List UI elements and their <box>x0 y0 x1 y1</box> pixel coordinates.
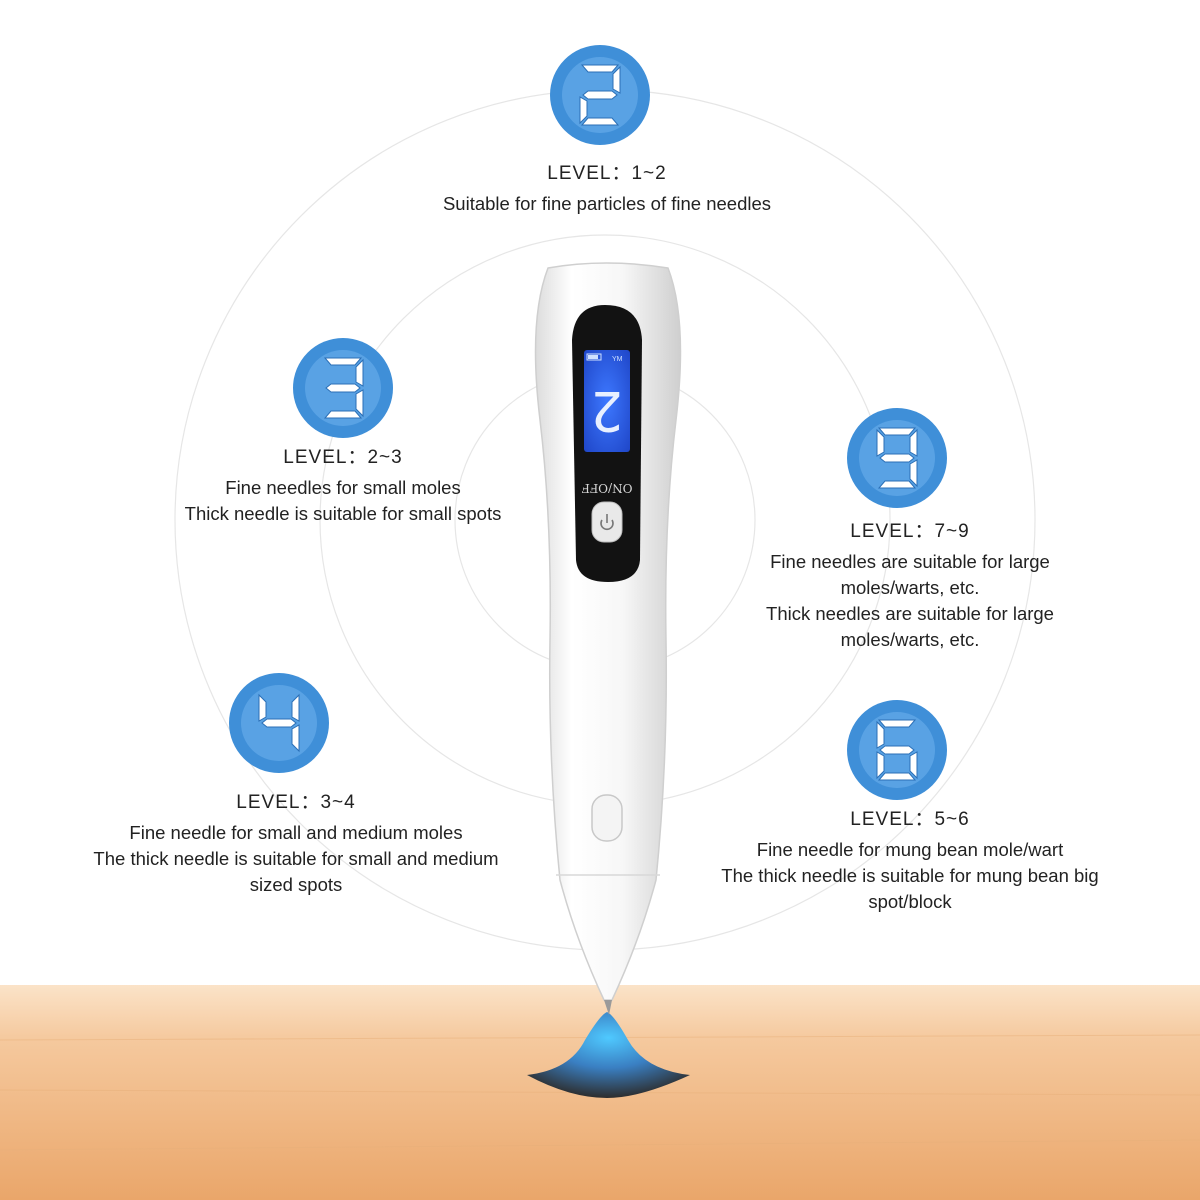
digit-segment <box>909 428 918 457</box>
digit-segment <box>261 718 297 728</box>
level-title: LEVEL：2~3 <box>283 447 403 468</box>
digit-segment <box>909 751 918 780</box>
digit-segment <box>877 772 917 781</box>
level-description: Suitable for fine particles of fine need… <box>377 191 837 217</box>
switch-label: ON/OFF <box>582 481 633 495</box>
level-description-line: moles/warts, etc. <box>840 629 980 650</box>
level-description-line: The thick needle is suitable for mung be… <box>721 865 1099 886</box>
digit-segment <box>879 745 915 755</box>
digit-segment <box>877 480 917 489</box>
power-button[interactable] <box>591 501 623 543</box>
digit-segment <box>876 751 885 780</box>
power-icon <box>600 514 614 531</box>
lcd-digit: 2 <box>591 379 624 442</box>
level-badge-6 <box>847 700 947 800</box>
level-title: LEVEL：1~2 <box>547 163 667 184</box>
digit-segment <box>876 428 885 457</box>
level-description-line: Fine needle for small and medium moles <box>129 822 463 843</box>
digit-segment <box>291 724 300 753</box>
lcd-mark: YM <box>612 356 623 363</box>
level-description-line: Suitable for fine particles of fine need… <box>442 193 772 214</box>
level-badge-9 <box>847 408 947 508</box>
level-description-line: Fine needles for small moles <box>225 477 461 498</box>
digit-segment <box>580 64 620 73</box>
mode-button[interactable] <box>591 794 623 842</box>
level-description-line: Fine needles are suitable for large <box>770 551 1050 572</box>
digit-segment <box>877 427 917 436</box>
level-title: LEVEL：3~4 <box>236 792 356 813</box>
digit-segment <box>258 693 267 722</box>
digit-segment <box>909 459 918 488</box>
digit-segment <box>323 410 363 419</box>
level-description-line: Thick needles are suitable for large <box>766 603 1054 624</box>
pen-body <box>534 262 682 1001</box>
level-description: Fine needles are suitable for large moles… <box>730 549 1090 653</box>
digit-segment <box>355 358 364 387</box>
level-badge-3 <box>293 338 393 438</box>
digit-segment <box>582 90 618 100</box>
level-badge-2 <box>550 45 650 145</box>
level-description-line: moles/warts, etc. <box>840 577 980 598</box>
lcd-screen <box>584 350 630 452</box>
digit-segment <box>323 357 363 366</box>
level-title: LEVEL：5~6 <box>850 809 970 830</box>
digit-segment <box>876 720 885 749</box>
level-badge-4 <box>229 673 329 773</box>
digit-segment <box>879 453 915 463</box>
level-description-line: The thick needle is suitable for small a… <box>93 848 499 869</box>
digit-segment <box>325 383 361 393</box>
skin-indent <box>527 1012 690 1098</box>
digit-segment <box>877 719 917 728</box>
digit-segment <box>291 693 300 722</box>
level-description-line: spot/block <box>868 891 952 912</box>
digit-segment <box>612 65 621 94</box>
digit-segment <box>579 96 588 125</box>
level-description-line: Fine needle for mung bean mole/wart <box>756 839 1064 860</box>
digit-segment <box>580 117 620 126</box>
digit-segment <box>355 389 364 418</box>
level-title: LEVEL：7~9 <box>850 521 970 542</box>
level-description-line: sized spots <box>249 874 343 895</box>
level-description-line: Thick needle is suitable for small spots <box>184 503 502 524</box>
battery-icon <box>586 353 602 361</box>
